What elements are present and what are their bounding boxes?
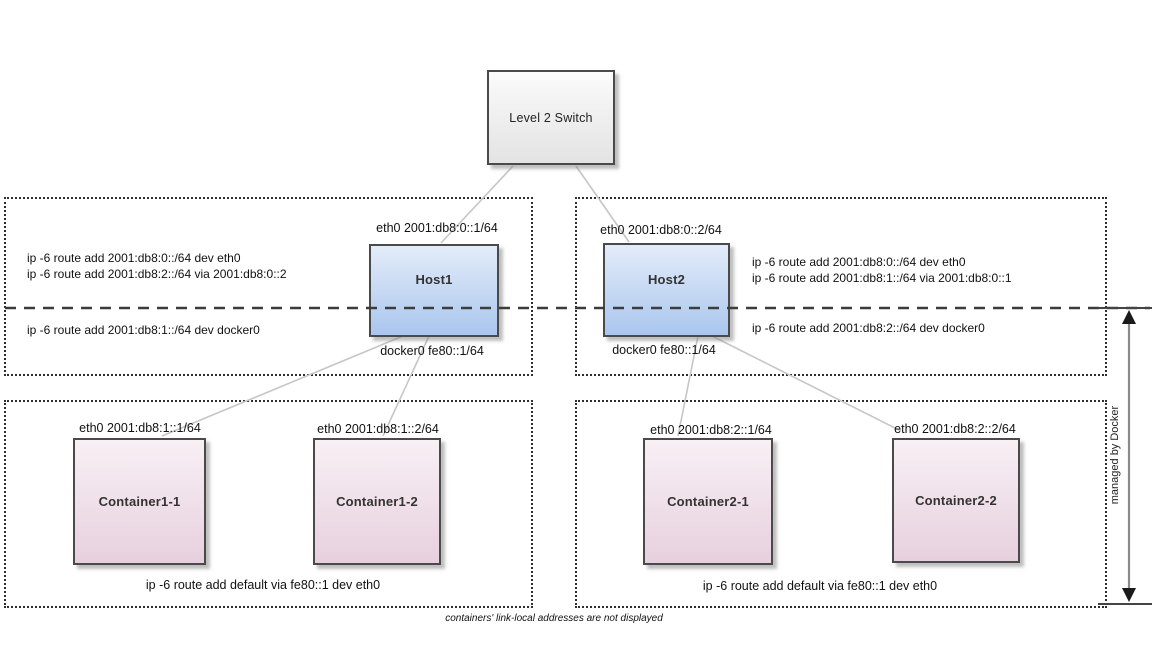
host2-docker0-label: docker0 fe80::1/64: [612, 343, 716, 357]
host2-label: Host2: [647, 271, 686, 287]
host2-eth-routes: ip -6 route add 2001:db8:0::/64 dev eth0…: [752, 254, 1012, 286]
wire-host2-container2-2: [711, 335, 902, 432]
level2-switch-node: Level 2 Switch: [487, 70, 615, 165]
containers1-default-route: ip -6 route add default via fe80::1 dev …: [145, 578, 381, 592]
host2-docker0-route: ip -6 route add 2001:db8:2::/64 dev dock…: [752, 321, 985, 335]
container1-2-node: Container1-2: [313, 438, 441, 565]
wire-host2-container2-1: [677, 335, 699, 437]
containers2-default-route: ip -6 route add default via fe80::1 dev …: [702, 579, 938, 593]
wire-host1-container1-2: [382, 335, 430, 437]
container1-1-label: Container1-1: [98, 494, 181, 509]
wire-switch-host2: [575, 165, 630, 243]
host2-node: Host2: [603, 243, 730, 337]
host2-region-box: [575, 197, 1107, 376]
host2-eth-route-1: ip -6 route add 2001:db8:0::/64 dev eth0: [752, 255, 966, 269]
host1-docker0-label: docker0 fe80::1/64: [380, 344, 484, 358]
container1-1-eth0-label: eth0 2001:db8:1::1/64: [79, 421, 201, 435]
host1-eth-route-1: ip -6 route add 2001:db8:0::/64 dev eth0: [27, 251, 241, 265]
container1-2-eth0-label: eth0 2001:db8:1::2/64: [317, 422, 439, 436]
container1-1-node: Container1-1: [73, 438, 206, 565]
container2-1-label: Container2-1: [667, 494, 749, 509]
wire-switch-host1: [440, 165, 514, 244]
host2-eth-route-2: ip -6 route add 2001:db8:1::/64 via 2001…: [752, 271, 1012, 285]
host1-label: Host1: [415, 272, 453, 287]
host1-containers-region-box: [4, 400, 533, 608]
wire-host1-container1-1: [161, 335, 404, 437]
level2-switch-label: Level 2 Switch: [509, 110, 593, 125]
host1-eth-route-2: ip -6 route add 2001:db8:2::/64 via 2001…: [27, 267, 287, 281]
host1-node: Host1: [369, 244, 499, 337]
container2-1-node: Container2-1: [643, 438, 773, 565]
host1-docker0-route: ip -6 route add 2001:db8:1::/64 dev dock…: [27, 323, 260, 337]
host1-eth0-label: eth0 2001:db8:0::1/64: [376, 221, 498, 235]
managed-by-docker-label: managed by Docker: [1109, 405, 1121, 505]
container1-2-label: Container1-2: [336, 494, 418, 509]
host2-eth0-label: eth0 2001:db8:0::2/64: [600, 223, 722, 237]
host1-eth-routes: ip -6 route add 2001:db8:0::/64 dev eth0…: [27, 250, 287, 282]
container2-2-label: Container2-2: [915, 493, 997, 508]
host1-region-box: [4, 197, 533, 376]
footnote-label: containers' link-local addresses are not…: [445, 613, 663, 624]
container2-1-eth0-label: eth0 2001:db8:2::1/64: [650, 423, 772, 437]
container2-2-eth0-label: eth0 2001:db8:2::2/64: [894, 422, 1016, 436]
container2-2-node: Container2-2: [892, 438, 1020, 563]
